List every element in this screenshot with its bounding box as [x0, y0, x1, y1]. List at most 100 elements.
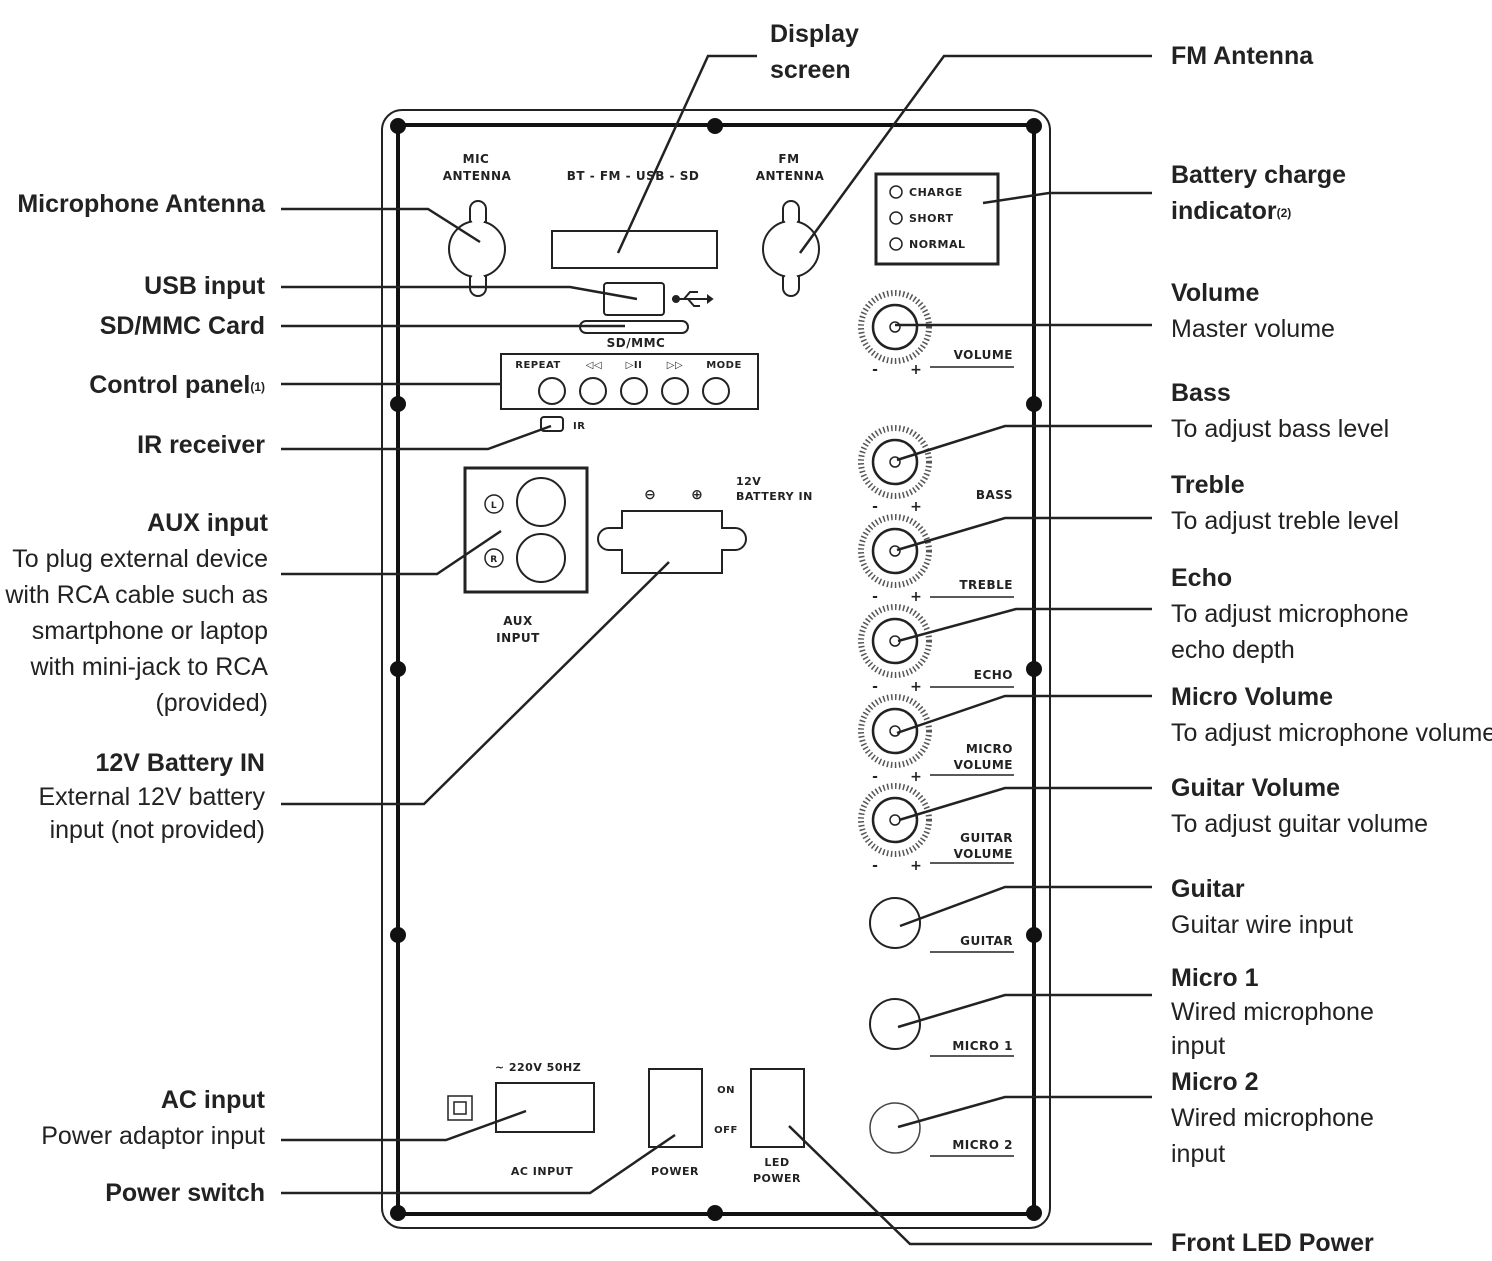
echo-minus-label: -	[872, 679, 878, 695]
leader-treble	[896, 516, 1152, 552]
micro-volume-knob[interactable]	[858, 694, 932, 768]
sd-card-title: SD/MMC Card	[99, 312, 265, 340]
aux-input-label-2: INPUT	[496, 631, 540, 645]
echo-plus-label: +	[910, 679, 922, 695]
treble-minus-label: -	[872, 589, 878, 605]
guitar-volume-desc: To adjust guitar volume	[1171, 810, 1429, 838]
micro-1-jack[interactable]	[869, 998, 921, 1050]
ac-input-socket[interactable]	[495, 1082, 595, 1133]
play-pause-button[interactable]	[620, 377, 648, 405]
screw	[707, 1205, 723, 1221]
micro-2-panel-label: MICRO 2	[952, 1138, 1013, 1152]
callout-usb-input: USB input	[0, 268, 265, 304]
leader-microphone-antenna	[281, 207, 481, 244]
ir-receiver-title: IR receiver	[137, 431, 265, 459]
repeat-label: REPEAT	[515, 360, 560, 371]
bass-desc: To adjust bass level	[1171, 415, 1390, 443]
guitar-title: Guitar	[1171, 875, 1245, 903]
battery-12v-socket[interactable]	[597, 510, 747, 574]
guitar-volume-knob[interactable]	[858, 783, 932, 857]
panel-outer-border	[381, 109, 1051, 1229]
aux-input-label-1: AUX	[503, 614, 533, 628]
previous-button[interactable]	[579, 377, 607, 405]
micro-2-jack[interactable]	[869, 1102, 921, 1154]
echo-knob[interactable]	[858, 604, 932, 678]
volume-minus-label: -	[872, 362, 878, 378]
leader-micro-1	[897, 993, 1152, 1029]
aux-r-jack[interactable]	[516, 533, 566, 583]
callout-bass: Bass To adjust bass level	[1171, 375, 1389, 447]
treble-desc: To adjust treble level	[1171, 507, 1399, 535]
battery-charge-title: Battery charge indicator	[1171, 161, 1347, 225]
control-panel-title: Control panel	[89, 371, 251, 399]
repeat-button[interactable]	[538, 377, 566, 405]
usb-symbol-icon	[672, 291, 714, 307]
bass-minus-label: -	[872, 499, 878, 515]
callout-guitar-volume: Guitar Volume To adjust guitar volume	[1171, 770, 1428, 842]
short-led	[889, 211, 903, 225]
guitar-volume-minus-label: -	[872, 858, 878, 874]
next-label: ▷▷	[667, 360, 683, 371]
mic-antenna-label-2: ANTENNA	[443, 169, 512, 183]
led-power-panel-label-1: LED	[764, 1156, 789, 1169]
battery-plus-icon: ⊕	[691, 487, 703, 503]
power-switch-title: Power switch	[105, 1179, 265, 1207]
leader-display	[616, 54, 757, 254]
sd-mmc-label: SD/MMC	[607, 336, 666, 350]
leader-usb	[281, 285, 638, 301]
screw	[707, 118, 723, 134]
callout-sd-card: SD/MMC Card	[0, 308, 265, 344]
power-switch[interactable]	[648, 1068, 703, 1148]
on-label: ON	[717, 1085, 735, 1096]
callout-aux-input: AUX input To plug external device with R…	[0, 505, 268, 721]
led-power-switch[interactable]	[750, 1068, 805, 1148]
callout-display-screen: Display screen	[770, 16, 890, 88]
leader-micro-2	[897, 1095, 1152, 1129]
callout-treble: Treble To adjust treble level	[1171, 467, 1399, 539]
next-button[interactable]	[661, 377, 689, 405]
micro-volume-panel-label-2: VOLUME	[954, 758, 1013, 772]
aux-l-jack[interactable]	[516, 477, 566, 527]
echo-panel-label: ECHO	[974, 668, 1013, 682]
callout-control-panel: Control panel(1)	[0, 367, 265, 403]
callout-ir-receiver: IR receiver	[0, 427, 265, 463]
leader-bass	[896, 424, 1152, 462]
leader-ac-input	[281, 1109, 527, 1142]
callout-micro-1: Micro 1 Wired microphone input	[1171, 961, 1401, 1063]
echo-desc: To adjust microphone echo depth	[1171, 600, 1409, 664]
bass-knob[interactable]	[858, 425, 932, 499]
micro-volume-minus-label: -	[872, 769, 878, 785]
ac-input-title: AC input	[160, 1086, 265, 1114]
ac-input-desc: Power adaptor input	[41, 1122, 265, 1150]
volume-desc: Master volume	[1171, 315, 1335, 343]
bass-panel-label: BASS	[976, 488, 1013, 502]
leader-aux	[281, 529, 502, 576]
leader-power-switch	[281, 1133, 676, 1195]
volume-panel-label: VOLUME	[954, 348, 1013, 362]
play-pause-label: ▷II	[626, 360, 643, 371]
volume-knob[interactable]	[858, 290, 932, 364]
mic-antenna-label-1: MIC	[463, 152, 490, 166]
micro-volume-panel-label-1: MICRO	[966, 742, 1013, 756]
display-screen	[551, 230, 718, 269]
guitar-volume-panel-label-2: VOLUME	[954, 847, 1013, 861]
battery-in-label-1: 12V	[736, 475, 761, 488]
short-label: SHORT	[909, 212, 953, 225]
callout-front-led-power: Front LED Power	[1171, 1225, 1374, 1261]
ac-rating-label: ~ 220V 50HZ	[495, 1061, 581, 1074]
fm-antenna-label-2: ANTENNA	[756, 169, 825, 183]
callout-micro-2: Micro 2 Wired microphone input	[1171, 1064, 1401, 1172]
front-led-power-title: Front LED Power	[1171, 1229, 1374, 1257]
treble-knob[interactable]	[858, 514, 932, 588]
mode-button[interactable]	[702, 377, 730, 405]
micro-volume-plus-label: +	[910, 769, 922, 785]
screw	[390, 1205, 406, 1221]
battery-12v-title: 12V Battery IN	[95, 749, 265, 777]
guitar-jack[interactable]	[869, 897, 921, 949]
screw	[390, 927, 406, 943]
bass-plus-label: +	[910, 499, 922, 515]
mode-label: MODE	[706, 360, 742, 371]
volume-plus-label: +	[910, 362, 922, 378]
leader-lines	[281, 54, 1152, 1246]
